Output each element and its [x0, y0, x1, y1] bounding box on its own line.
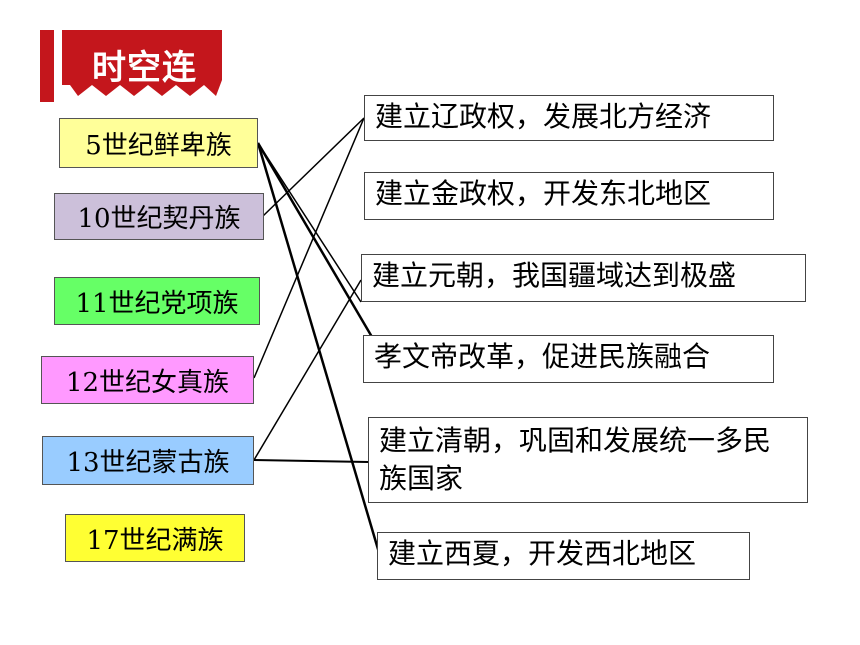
- event-text: 建立清朝，巩固和发展统一多民族国家: [379, 424, 772, 495]
- event-yuan[interactable]: 建立元朝，我国疆域达到极盛: [361, 254, 806, 302]
- people-label: 17世纪满族: [86, 525, 224, 556]
- banner-title: 时空连: [92, 48, 197, 88]
- event-text: 建立金政权，开发东北地区: [375, 177, 712, 210]
- event-jin[interactable]: 建立金政权，开发东北地区: [364, 172, 774, 220]
- line-nvzhen-liao: [253, 117, 365, 379]
- line-qidan-liao: [262, 117, 365, 217]
- event-qing[interactable]: 建立清朝，巩固和发展统一多民族国家: [368, 417, 808, 503]
- people-qidan[interactable]: 10世纪契丹族: [54, 193, 264, 240]
- event-xiaowendi[interactable]: 孝文帝改革，促进民族融合: [363, 335, 774, 383]
- people-nvzhen[interactable]: 12世纪女真族: [41, 356, 254, 404]
- people-label: 13世纪蒙古族: [66, 448, 230, 478]
- people-dangxiang[interactable]: 11世纪党项族: [54, 277, 260, 325]
- event-text: 建立元朝，我国疆域达到极盛: [372, 259, 737, 292]
- people-menggu[interactable]: 13世纪蒙古族: [42, 436, 254, 485]
- people-label: 10世纪契丹族: [77, 204, 241, 234]
- event-text: 建立西夏，开发西北地区: [388, 537, 697, 570]
- title-banner: 时空连: [40, 30, 222, 102]
- line-menggu-yuan: [253, 279, 362, 461]
- banner-shape: [40, 30, 222, 102]
- line-xianbei-yuan: [257, 142, 362, 303]
- people-label: 5世纪鲜卑族: [85, 130, 232, 161]
- line-xianbei-xiaowendi: [256, 142, 374, 338]
- people-man[interactable]: 17世纪满族: [65, 514, 245, 562]
- people-label: 11世纪党项族: [75, 288, 239, 319]
- event-liao[interactable]: 建立辽政权，发展北方经济: [364, 95, 774, 141]
- people-xianbei[interactable]: 5世纪鲜卑族: [59, 118, 258, 168]
- event-xixia[interactable]: 建立西夏，开发西北地区: [377, 532, 750, 580]
- people-label: 12世纪女真族: [65, 367, 230, 398]
- line-xianbei-xixia: [256, 142, 382, 557]
- line-menggu-qing: [253, 459, 369, 463]
- event-text: 孝文帝改革，促进民族融合: [374, 340, 711, 373]
- event-text: 建立辽政权，发展北方经济: [375, 100, 712, 133]
